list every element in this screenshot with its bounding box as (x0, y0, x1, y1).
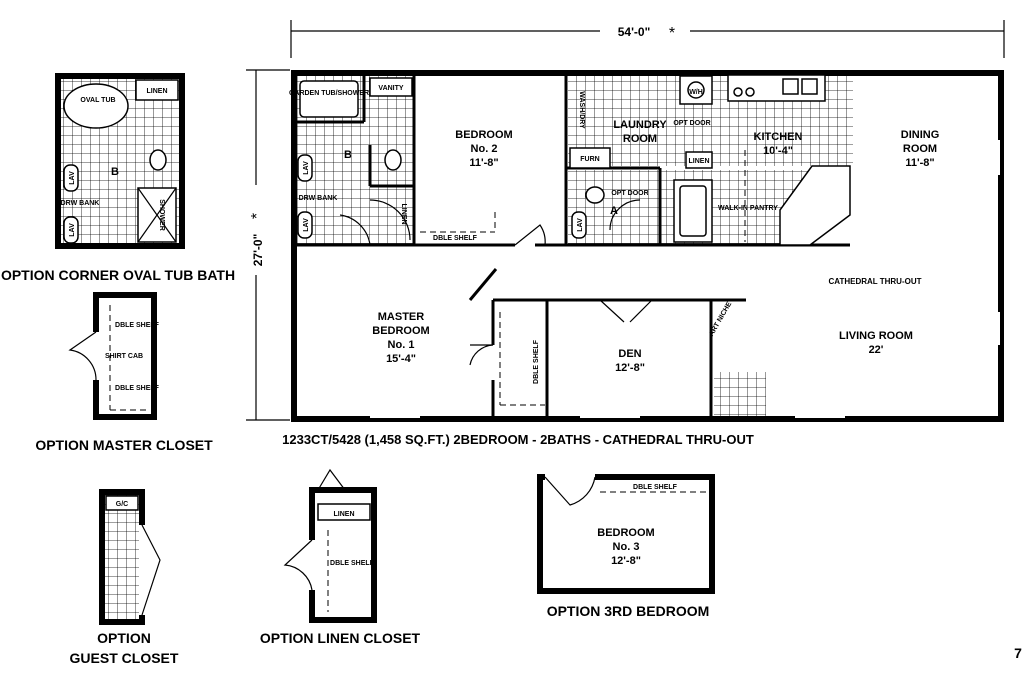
bedroom3-size: 12'-8" (611, 555, 641, 567)
option-bath-b-label: B (111, 166, 119, 178)
living-title: LIVING ROOM (839, 330, 913, 342)
den-title: DEN (618, 348, 641, 360)
vanity-label: VANITY (378, 85, 403, 92)
laundry-linen-label: LINEN (689, 158, 710, 165)
dining-size: 11'-8" (905, 157, 934, 169)
option-linen-closet-title: OPTION LINEN CLOSET (260, 630, 421, 646)
wash-dry-label: WASH/DRY (578, 91, 585, 129)
option-corner-tub-title: OPTION CORNER OVAL TUB BATH (1, 267, 235, 283)
lav-label-1: LAV (303, 161, 310, 175)
bath-a-label: A (610, 205, 618, 217)
option-guest-closet: G/C (99, 489, 161, 625)
laundry-title: LAUNDRY (613, 119, 667, 131)
option-lav-2: LAV (69, 223, 76, 237)
depth-dim-asterisk: * (249, 213, 266, 219)
garden-tub (299, 80, 359, 118)
bedroom2-sub: No. 2 (471, 143, 498, 155)
bedroom2-title: BEDROOM (455, 129, 512, 141)
option-3rd-bedroom-title: OPTION 3RD BEDROOM (547, 603, 710, 619)
living-size: 22' (869, 344, 884, 356)
mc-shelf-1: DBLE SHELF (115, 322, 160, 329)
lav-label-3: LAV (577, 218, 584, 232)
option-drw-bank: DRW BANK (61, 200, 100, 207)
option-master-closet: DBLE SHELF SHIRT CAB DBLE SHELF (68, 292, 160, 420)
option-master-closet-title: OPTION MASTER CLOSET (35, 437, 213, 453)
bath-b-label: B (344, 149, 352, 161)
bath-linen-label: LINEN (400, 204, 407, 225)
shirt-cab-label: SHIRT CAB (105, 353, 143, 360)
master-shelf-label: DBLE SHELF (533, 339, 540, 384)
option-guest-closet-title-1: OPTION (97, 630, 151, 646)
option-3rd-bedroom: DBLE SHELF BEDROOM No. 3 12'-8" (537, 474, 715, 594)
page-number: 7 (1014, 645, 1022, 661)
dining-sub: ROOM (903, 143, 937, 155)
option-linen-closet: LINEN DBLE SHELF (283, 468, 377, 623)
pantry-label: WALK-IN PANTRY (718, 205, 778, 212)
furnace-label: FURN (580, 156, 599, 163)
door-swings (339, 199, 653, 366)
plan-caption: 1233CT/5428 (1,458 SQ.FT.) 2BEDROOM - 2B… (282, 432, 754, 447)
mc-shelf-2: DBLE SHELF (115, 385, 160, 392)
width-dim-label: 54'-0" (618, 25, 651, 39)
kitchen-title: KITCHEN (754, 131, 803, 143)
water-heater-label: W/H (689, 89, 703, 96)
lc-linen-label: LINEN (334, 511, 355, 518)
bedroom3-sub: No. 3 (613, 541, 640, 553)
opt-door-label-2: OPT DOOR (673, 120, 710, 127)
shower-label: SHOWER (158, 199, 165, 231)
option-guest-closet-title-2: GUEST CLOSET (70, 650, 179, 666)
depth-dim-label: 27'-0" (251, 234, 265, 267)
entry-tiles (714, 372, 766, 418)
oval-tub-label: OVAL TUB (80, 97, 115, 104)
bedroom2-shelf-label: DBLE SHELF (433, 235, 478, 242)
depth-dimension: 27'-0" * (246, 69, 290, 421)
lav-label-2: LAV (303, 218, 310, 232)
laundry-sub: ROOM (623, 133, 657, 145)
width-dim-asterisk: * (669, 25, 675, 42)
bedroom2-size: 11'-8" (469, 157, 498, 169)
cathedral-label: CATHEDRAL THRU-OUT (828, 277, 921, 286)
dining-title: DINING (901, 129, 940, 141)
master-size: 15'-4" (386, 353, 416, 365)
bedroom3-title: BEDROOM (597, 527, 654, 539)
gc-label: G/C (116, 501, 128, 508)
drw-bank-label: DRW BANK (299, 195, 338, 202)
option-linen-label: LINEN (147, 88, 168, 95)
option-lav-1: LAV (69, 171, 76, 185)
opt-door-label-1: OPT DOOR (611, 190, 648, 197)
master-title: MASTER (378, 311, 425, 323)
lc-shelf-label: DBLE SHELF (330, 560, 375, 567)
master-no: No. 1 (388, 339, 415, 351)
b3-shelf-label: DBLE SHELF (633, 484, 678, 491)
den-size: 12'-8" (615, 362, 645, 374)
option-corner-tub: OVAL TUB LINEN SHOWER B LAV LAV DRW BANK (55, 73, 185, 249)
kitchen-island (779, 165, 851, 246)
width-dimension: 54'-0" * (290, 20, 1005, 58)
master-sub: BEDROOM (372, 325, 429, 337)
garden-tub-label: GARDEN TUB/SHOWER (289, 90, 369, 97)
kitchen-size: 10'-4" (763, 145, 793, 157)
